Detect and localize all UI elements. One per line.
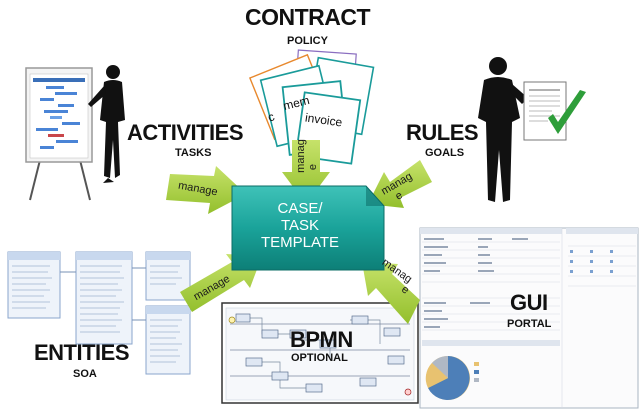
bpmn-title: BPMN (290, 327, 353, 352)
entities-subtitle: SOA (73, 368, 97, 380)
rules-subtitle: GOALS (425, 147, 465, 159)
activities-title: ACTIVITIES (127, 120, 244, 145)
gui-title: GUI (510, 290, 548, 315)
center-line-1: CASE/ (277, 200, 323, 217)
arrow-rules (368, 160, 432, 208)
presenter-illustration (25, 65, 125, 201)
center-line-3: TEMPLATE (260, 234, 340, 251)
entities-title: ENTITIES (34, 340, 130, 365)
reviewer-illustration (478, 57, 586, 202)
arrow-contract-label-b: e (307, 163, 320, 171)
case-task-template-shape (231, 185, 385, 271)
contract-subtitle: POLICY (287, 35, 328, 47)
gui-portal-screenshot (419, 227, 639, 409)
contract-title: CONTRACT (245, 4, 371, 30)
center-line-2: TASK (280, 217, 320, 234)
gui-subtitle: PORTAL (507, 318, 552, 330)
arrow-contract-label-a: manag (295, 139, 307, 173)
contract-documents (248, 49, 375, 165)
entity-diagram (7, 251, 191, 375)
bpmn-screenshot (221, 302, 419, 404)
arrow-gui (362, 262, 420, 324)
bpmn-subtitle: OPTIONAL (291, 352, 348, 364)
activities-subtitle: TASKS (175, 147, 212, 159)
rules-title: RULES (406, 120, 479, 145)
arrow-activities (166, 166, 246, 214)
